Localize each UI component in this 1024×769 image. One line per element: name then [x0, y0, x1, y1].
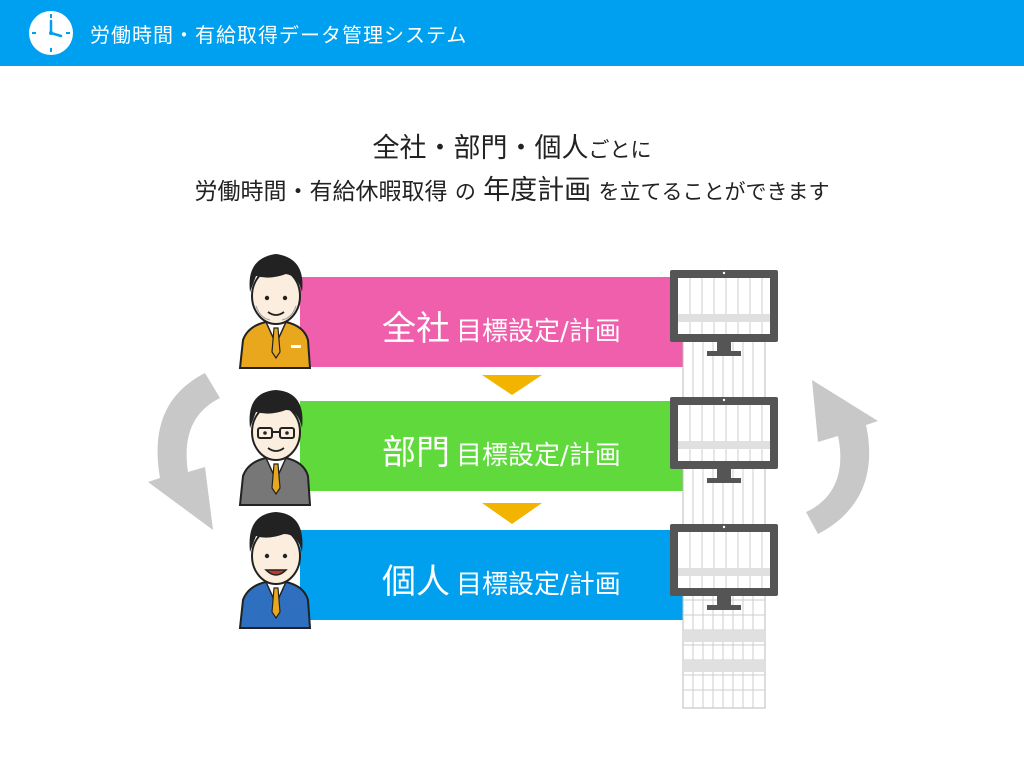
individual-level-sub: 目標設定/計画	[456, 570, 621, 600]
cycle-arrow-down-icon	[148, 373, 220, 530]
company-level-label: 全社	[382, 309, 450, 349]
headline-scope-suffix: ごとに	[588, 138, 652, 162]
headline-subject: 労働時間・有給休暇取得	[194, 179, 448, 205]
company-level-band: 全社目標設定/計画	[300, 277, 685, 367]
headline-line-2: 労働時間・有給休暇取得 の 年度計画 を立てることができます	[0, 168, 1024, 207]
monitor-icon	[670, 524, 778, 610]
app-header: 労働時間・有給取得データ管理システム	[0, 0, 1024, 66]
department-level-sub: 目標設定/計画	[456, 441, 621, 471]
headline-particle: の	[454, 180, 476, 204]
headline-line-1: 全社・部門・個人ごとに	[0, 126, 1024, 165]
executive-avatar	[238, 254, 312, 369]
department-level-band: 部門目標設定/計画	[300, 401, 685, 491]
app-title: 労働時間・有給取得データ管理システム	[90, 23, 468, 47]
individual-level-band: 個人目標設定/計画	[300, 530, 685, 620]
company-level-sub: 目標設定/計画	[456, 317, 621, 347]
headline-tail: を立てることができます	[598, 180, 830, 204]
monitor-icon	[670, 397, 778, 483]
employee-avatar	[238, 512, 312, 629]
clock-icon	[29, 11, 73, 55]
arrow-down-icon	[482, 503, 542, 524]
department-level-label: 部門	[382, 433, 450, 473]
headline-scope: 全社・部門・個人	[372, 133, 589, 164]
monitor-icon	[670, 270, 778, 356]
cycle-arrow-up-icon	[806, 380, 878, 534]
arrow-down-icon	[482, 375, 542, 395]
individual-level-label: 個人	[382, 562, 450, 602]
headline-annual-plan: 年度計画	[483, 175, 592, 206]
manager-avatar	[238, 390, 312, 506]
